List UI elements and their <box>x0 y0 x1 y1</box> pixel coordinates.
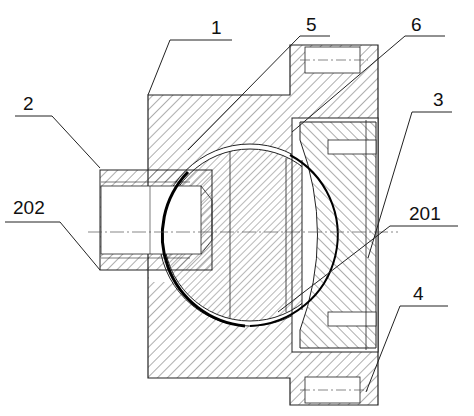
callout-number: 2 <box>22 94 35 113</box>
center-line <box>88 232 398 233</box>
shaft <box>100 170 212 270</box>
leader-lines <box>5 36 458 392</box>
callout-number: 201 <box>408 204 442 223</box>
callout-number: 3 <box>432 90 445 109</box>
callout-number: 5 <box>305 15 318 34</box>
callout-number: 1 <box>210 18 223 37</box>
callout-number: 202 <box>12 198 46 217</box>
callout-number: 4 <box>412 284 425 303</box>
callout-number: 6 <box>410 15 423 34</box>
seal-rings <box>162 155 337 326</box>
